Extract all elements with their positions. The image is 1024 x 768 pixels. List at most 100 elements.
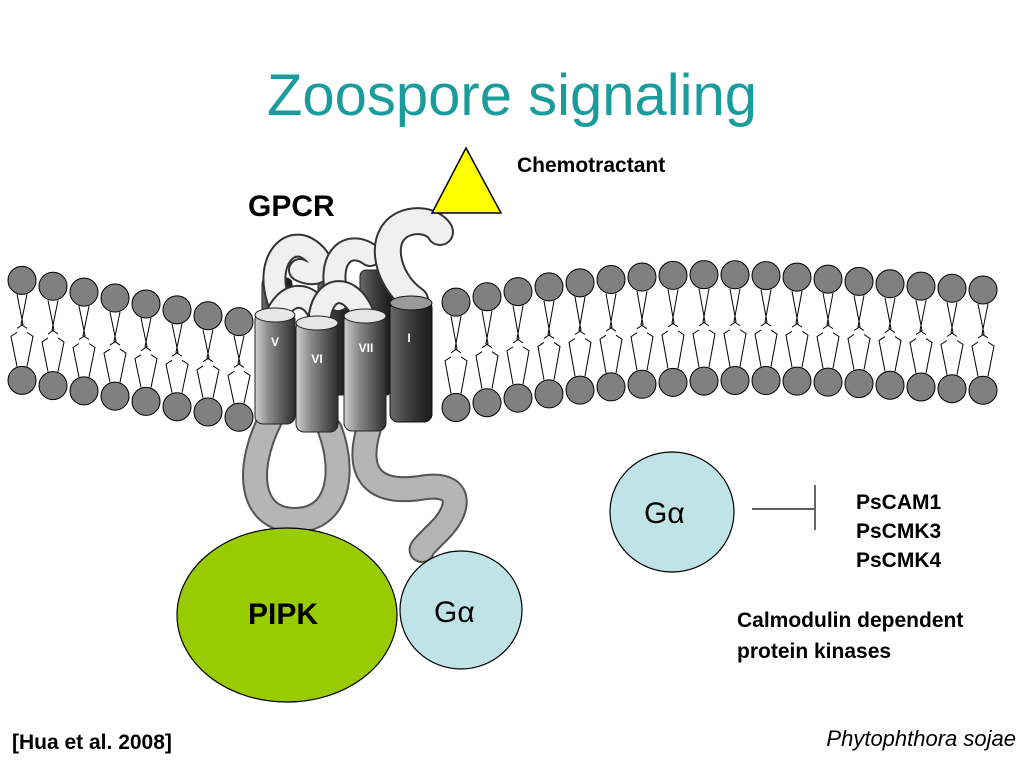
helix-label-i: I [407, 331, 410, 345]
lipid-tail [41, 337, 49, 372]
lipid-head [937, 273, 967, 303]
lipid-tail [10, 331, 18, 367]
lipid-head [782, 262, 812, 292]
helix-label-vii: VII [359, 341, 374, 355]
lipid-head [627, 262, 657, 292]
lipid-head [875, 370, 905, 400]
lipid-tail [57, 337, 65, 372]
lipid-tails [10, 288, 995, 404]
lipid-tail [909, 338, 917, 374]
lipid-tail [630, 332, 638, 371]
lipid-head [534, 379, 564, 409]
lipid-tail [454, 316, 462, 354]
lipid-tail [206, 329, 214, 363]
lipid-tail [605, 293, 613, 332]
lipid-tail [506, 346, 514, 385]
pipk-label: PIPK [248, 598, 319, 631]
lipid-tail [894, 336, 902, 372]
lipid-head [689, 260, 719, 290]
lipid-tail [615, 334, 623, 373]
lipid-tail [72, 343, 80, 377]
lipid-head [193, 397, 223, 427]
lipid-head [38, 271, 68, 301]
lipid-head [968, 275, 998, 305]
lipid-tail [553, 341, 561, 381]
lipid-head [224, 402, 254, 432]
lipid-head [720, 365, 750, 395]
helix-v [254, 307, 296, 425]
lipid-head [441, 392, 471, 422]
lipid-tail [165, 359, 173, 393]
lipid-tail [227, 371, 235, 404]
lipid-tail [853, 295, 861, 331]
lipid-tail [78, 306, 86, 340]
g-alpha-bound-ellipse [399, 550, 523, 670]
lipid-head [503, 277, 533, 307]
lipid-tail [791, 291, 799, 328]
lipid-tail [543, 300, 551, 339]
lipid-tail [140, 317, 148, 352]
lipid-head [565, 375, 595, 405]
lipid-tail [237, 335, 245, 368]
lipid-tail [144, 317, 152, 352]
lipid-head [906, 372, 936, 402]
lipid-tail [568, 338, 576, 377]
lipid-tail [857, 295, 865, 331]
lipid-tail [609, 293, 617, 332]
lipid-tail [925, 338, 933, 374]
lipid-tail [485, 310, 493, 349]
lipid-tail [826, 292, 834, 330]
lipid-tail [599, 334, 607, 373]
lipid-tail [764, 289, 772, 327]
lipid-head [658, 367, 688, 397]
lipid-tail [243, 371, 251, 404]
lipid-head [100, 283, 130, 313]
lipid-tail [739, 329, 747, 367]
lipid-tail [491, 351, 499, 389]
lipid-tail [946, 302, 954, 337]
lipid-head [813, 264, 843, 294]
lipid-tail [863, 334, 871, 370]
gpcr-label: GPCR [248, 190, 335, 223]
lipid-tail [481, 310, 489, 349]
lipid-head [658, 260, 688, 290]
lipid-head [689, 366, 719, 396]
g-alpha-free-label: Gα [644, 497, 685, 530]
lipid-tail [915, 300, 923, 335]
lipid-tail [47, 300, 55, 335]
kinase-item: PsCAM1 [856, 491, 942, 514]
lipid-head [162, 392, 192, 422]
gpcr-helices: V VI VII I [254, 295, 433, 433]
kinase-list: PsCAM1 PsCMK3 PsCMK4 [856, 488, 941, 575]
lipid-tail [671, 289, 679, 328]
lipid-tail [537, 341, 545, 381]
lipid-head [131, 386, 161, 416]
lipid-head [751, 261, 781, 291]
lipid-tail [667, 289, 675, 328]
lipid-tail [51, 300, 59, 335]
lipid-tail [981, 303, 989, 339]
lipid-tail [878, 336, 886, 372]
lipid-tail [770, 329, 778, 367]
lipid-tail [574, 296, 582, 335]
lipid-tail [677, 330, 685, 369]
lipid-head [69, 376, 99, 406]
lipid-tail [816, 332, 824, 369]
lipid-tail [956, 340, 964, 375]
lipid-head [906, 271, 936, 301]
kinase-item: PsCMK3 [856, 520, 942, 543]
lipid-tail [822, 292, 830, 330]
lipid-tail [26, 331, 34, 367]
kinase-description-line: Calmodulin dependent [737, 609, 964, 632]
chemotractant-triangle [430, 146, 503, 214]
lipid-tail [847, 334, 855, 370]
lipid-tail [150, 354, 158, 388]
pipk-ellipse [176, 527, 398, 703]
lipid-tail [723, 329, 731, 367]
lipid-tail [729, 288, 737, 327]
lipid-tail [636, 290, 644, 330]
species-name: Phytophthora sojae [826, 726, 1016, 751]
lipid-tail [760, 289, 768, 327]
lipid-tail [82, 306, 90, 340]
